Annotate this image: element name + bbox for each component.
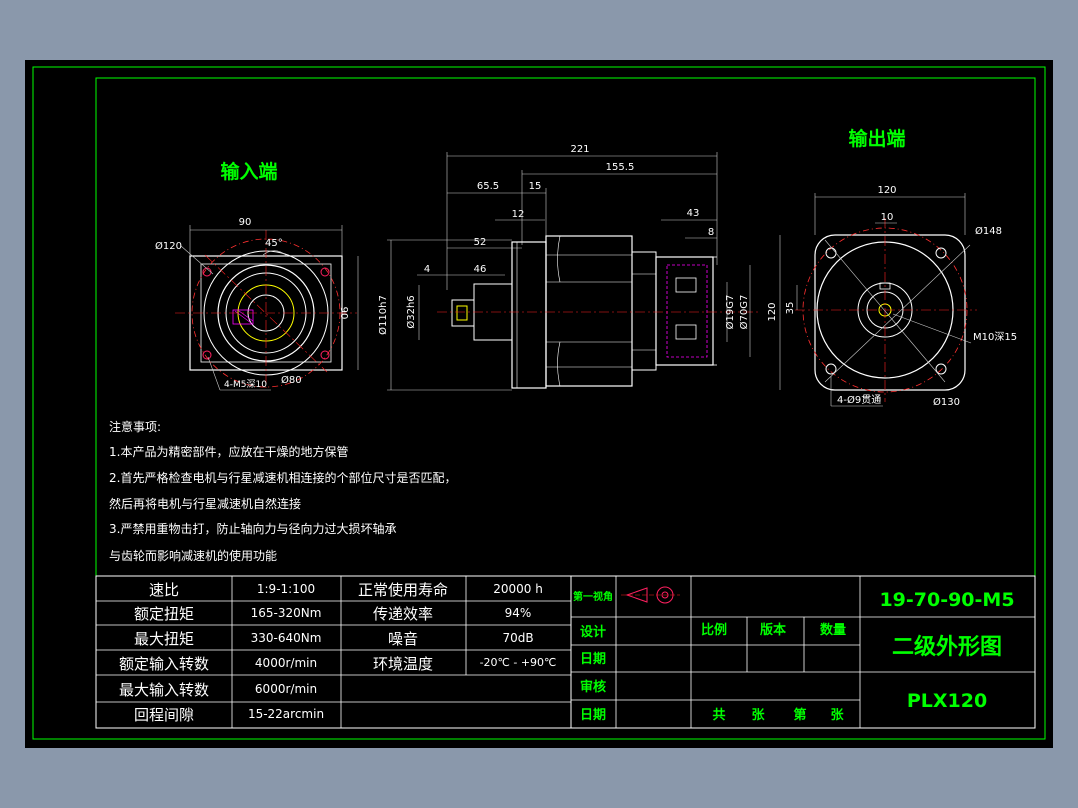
spec-cell: 6000r/min xyxy=(255,682,317,696)
drawing-sheet: 输入端 90 90 Ø120 45° 4-M5深10 xyxy=(25,60,1053,748)
dim-total-length: 221 xyxy=(570,144,589,155)
dim-a: 65.5 xyxy=(477,181,499,192)
dim-motor-pilot: Ø70G7 xyxy=(738,295,750,330)
side-view: 221 155.5 65.5 15 12 52 4 46 43 8 Ø110h7… xyxy=(377,144,760,391)
input-angle-dim: 45° xyxy=(265,238,283,249)
note-line: 1.本产品为精密部件，应放在干燥的地方保管 xyxy=(109,444,348,459)
dim-e: 4 xyxy=(424,264,430,275)
spec-cell: 330-640Nm xyxy=(251,631,322,645)
note-line: 然后再将电机与行星减速机自然连接 xyxy=(109,496,301,511)
drawing-code: 19-70-90-M5 xyxy=(879,589,1014,611)
motor-adapter xyxy=(655,256,714,366)
review-label: 审核 xyxy=(580,679,606,695)
drawing-model: PLX120 xyxy=(907,690,987,712)
spec-cell: 传递效率 xyxy=(373,605,433,623)
output-shaft xyxy=(451,299,475,327)
spec-cell: 正常使用寿命 xyxy=(358,581,448,599)
spec-cell: 环境温度 xyxy=(373,655,433,673)
input-view-title: 输入端 xyxy=(220,160,277,183)
spec-cell: 165-320Nm xyxy=(251,606,322,620)
scale-label: 比例 xyxy=(701,622,727,638)
dim-motor-shaft: Ø19G7 xyxy=(724,295,736,330)
outer-frame xyxy=(32,66,1046,740)
dim-g: 43 xyxy=(687,208,700,219)
output-pcd-dim: Ø130 xyxy=(933,396,960,408)
notes-title: 注意事项: xyxy=(109,419,161,434)
title-block: 第一视角 设计 日期 审核 日期 比例 版本 数量 共 张 第 张 19-70-… xyxy=(570,575,1036,729)
dim-f: 46 xyxy=(474,264,487,275)
output-width-dim: 120 xyxy=(877,185,896,196)
note-line: 2.首先严格检查电机与行星减速机相连接的个部位尺寸是否匹配， xyxy=(109,470,456,485)
spec-cell: 回程间隙 xyxy=(134,706,194,724)
output-end-view: 输出端 120 10 120 35 Ø148 M10深15 4-Ø9贯通 xyxy=(767,127,1017,408)
quantity-label: 数量 xyxy=(820,622,846,638)
sheets2-label: 张 xyxy=(830,708,844,723)
adapter-hidden xyxy=(666,264,708,358)
input-pilot-dim: Ø80 xyxy=(281,374,302,386)
spec-cell: 70dB xyxy=(502,631,533,645)
spec-cell: 94% xyxy=(505,606,532,620)
gearbox-neck xyxy=(631,251,657,371)
input-hole-tr xyxy=(320,267,330,277)
dim-b: 15 xyxy=(529,181,542,192)
dim-h: 8 xyxy=(708,227,714,238)
dim-body-length: 155.5 xyxy=(606,162,635,173)
version-label: 版本 xyxy=(760,622,786,638)
notes: 注意事项: 1.本产品为精密部件，应放在干燥的地方保管 2.首先严格检查电机与行… xyxy=(109,419,456,563)
design-label: 设计 xyxy=(580,624,606,640)
input-width-dim: 90 xyxy=(239,217,252,228)
output-hole-tr xyxy=(935,247,947,259)
output-view-title: 输出端 xyxy=(848,127,905,150)
spec-cell: 15-22arcmin xyxy=(248,707,324,721)
spec-cell: 额定扭矩 xyxy=(134,605,194,623)
date2-label: 日期 xyxy=(580,708,606,723)
sheets-label: 张 xyxy=(751,708,765,723)
gearbox-body xyxy=(545,235,633,387)
spec-cell: 20000 h xyxy=(493,582,543,596)
spec-table: 速比 1:9-1:100 正常使用寿命 20000 h 额定扭矩 165-320… xyxy=(95,575,572,729)
sheet-no-label: 第 xyxy=(793,707,806,723)
output-height-dim: 120 xyxy=(767,302,778,321)
spec-cell: 最大输入转数 xyxy=(119,681,209,699)
shaft-key xyxy=(456,305,468,321)
input-clamp xyxy=(232,309,254,325)
input-pcd-dim: Ø120 xyxy=(155,240,182,252)
spec-cell: 噪音 xyxy=(388,630,418,648)
note-line: 与齿轮而影响减速机的使用功能 xyxy=(109,548,277,563)
projection-label: 第一视角 xyxy=(573,590,613,603)
output-square-flange xyxy=(814,234,966,391)
output-thread-dim: M10深15 xyxy=(973,331,1017,343)
spec-cell: -20℃ - +90℃ xyxy=(480,656,557,669)
dim-c: 12 xyxy=(512,209,525,220)
spec-cell: 4000r/min xyxy=(255,656,317,670)
input-height-dim: 90 xyxy=(338,307,349,320)
dim-d: 52 xyxy=(474,237,487,248)
spec-cell: 最大扭矩 xyxy=(134,630,194,648)
output-small-dim: 10 xyxy=(881,212,894,223)
drawing-name: 二级外形图 xyxy=(892,634,1002,660)
note-line: 3.严禁用重物击打，防止轴向力与径向力过大损坏轴承 xyxy=(109,521,396,536)
cad-drawing: 输入端 90 90 Ø120 45° 4-M5深10 xyxy=(32,66,1046,740)
input-hole-bl xyxy=(202,350,212,360)
spec-cell: 速比 xyxy=(149,581,179,599)
output-hole-bl xyxy=(825,363,837,375)
dim-shaft-diameter: Ø32h6 xyxy=(405,295,417,328)
total-label: 共 xyxy=(712,707,725,723)
output-hole-br xyxy=(935,363,947,375)
output-outer-dim: Ø148 xyxy=(975,225,1002,237)
input-hole-br xyxy=(320,350,330,360)
dim-flange-diameter: Ø110h7 xyxy=(377,295,389,335)
output-offset-dim: 35 xyxy=(785,302,796,315)
date-label: 日期 xyxy=(580,652,606,667)
input-holes-dim: 4-M5深10 xyxy=(224,379,267,390)
spec-cell: 1:9-1:100 xyxy=(257,582,315,596)
spec-cell: 额定输入转数 xyxy=(119,655,209,673)
input-end-view: 输入端 90 90 Ø120 45° 4-M5深10 xyxy=(155,160,359,391)
output-holes-dim: 4-Ø9贯通 xyxy=(837,394,881,406)
output-hole-tl xyxy=(825,247,837,259)
